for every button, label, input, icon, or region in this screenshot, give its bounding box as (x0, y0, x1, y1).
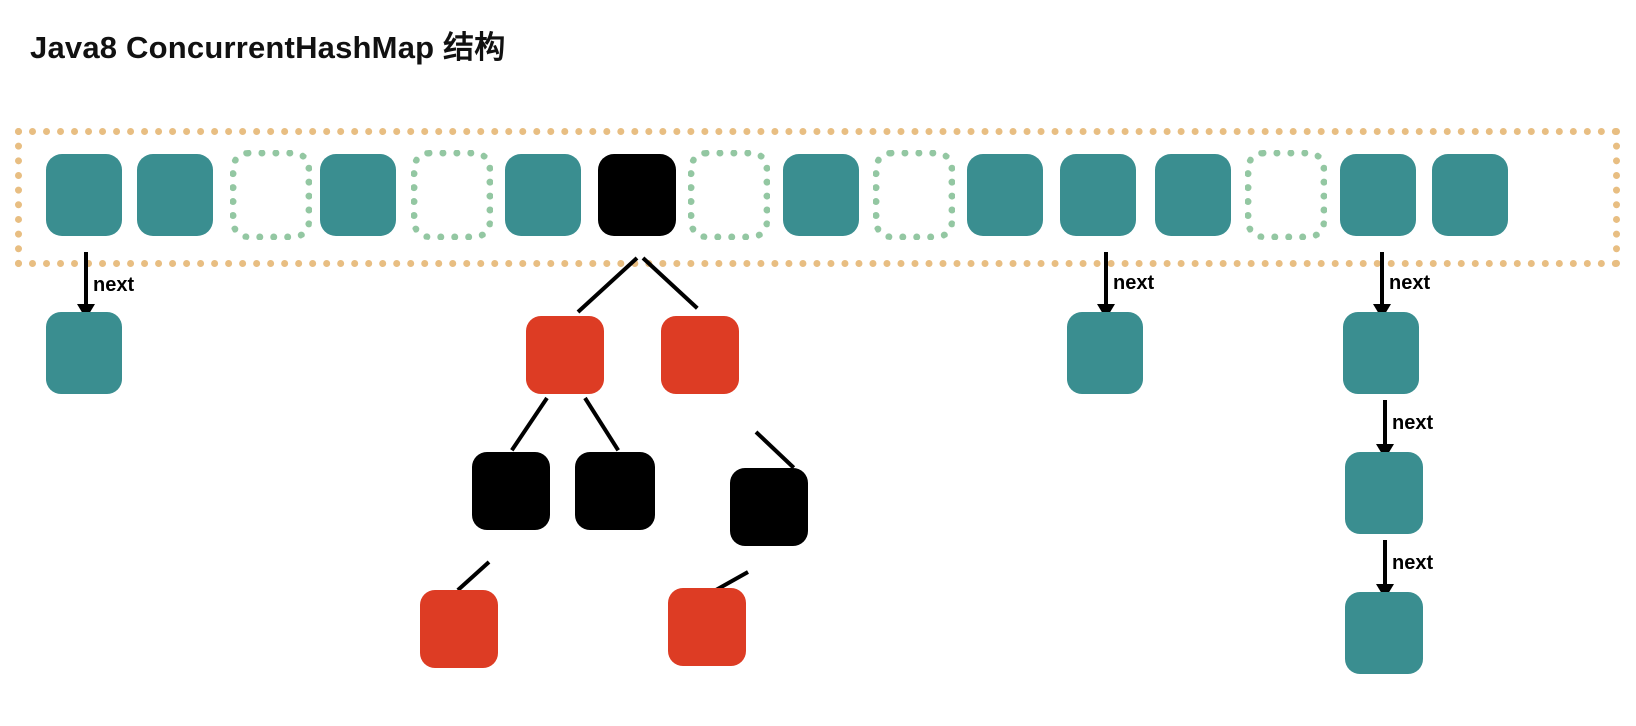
next-label: next (1392, 412, 1434, 434)
array-cell-12-node (1155, 154, 1231, 236)
next-arrow-shaft (1383, 540, 1387, 584)
next-arrow-shaft (1380, 252, 1384, 304)
tree-node-black-b1 (472, 452, 550, 530)
page-title: Java8 ConcurrentHashMap 结构 (30, 30, 506, 65)
array-cell-15-node (1432, 154, 1508, 236)
chain-node (1067, 312, 1143, 394)
next-arrow-shaft (1104, 252, 1108, 304)
next-arrow-shaft (84, 252, 88, 304)
tree-node-black-b2 (575, 452, 655, 530)
array-cell-14-node (1340, 154, 1416, 236)
array-cell-7-empty (688, 150, 770, 240)
array-cell-10-node (967, 154, 1043, 236)
tree-node-red-r2 (661, 316, 739, 394)
chain-node (1345, 592, 1423, 674)
tree-node-red-r3 (420, 590, 498, 668)
tree-node-red-r1 (526, 316, 604, 394)
array-cell-6-tree-root (598, 154, 676, 236)
tree-node-black-b3 (730, 468, 808, 546)
array-cell-5-node (505, 154, 581, 236)
array-cell-13-empty (1245, 150, 1327, 240)
array-cell-3-node (320, 154, 396, 236)
next-label: next (1392, 552, 1434, 574)
array-cell-1-node (137, 154, 213, 236)
next-arrow-shaft (1383, 400, 1387, 444)
array-cell-4-empty (411, 150, 493, 240)
array-cell-2-empty (230, 150, 312, 240)
chain-node (1343, 312, 1419, 394)
chain-node (1345, 452, 1423, 534)
array-cell-9-empty (873, 150, 955, 240)
next-label: next (93, 274, 135, 296)
chain-node (46, 312, 122, 394)
array-cell-11-node (1060, 154, 1136, 236)
next-label: next (1113, 272, 1155, 294)
array-cell-0-node (46, 154, 122, 236)
array-cell-8-node (783, 154, 859, 236)
tree-node-red-r4 (668, 588, 746, 666)
hash-table-array-container (15, 128, 1620, 267)
next-label: next (1389, 272, 1431, 294)
